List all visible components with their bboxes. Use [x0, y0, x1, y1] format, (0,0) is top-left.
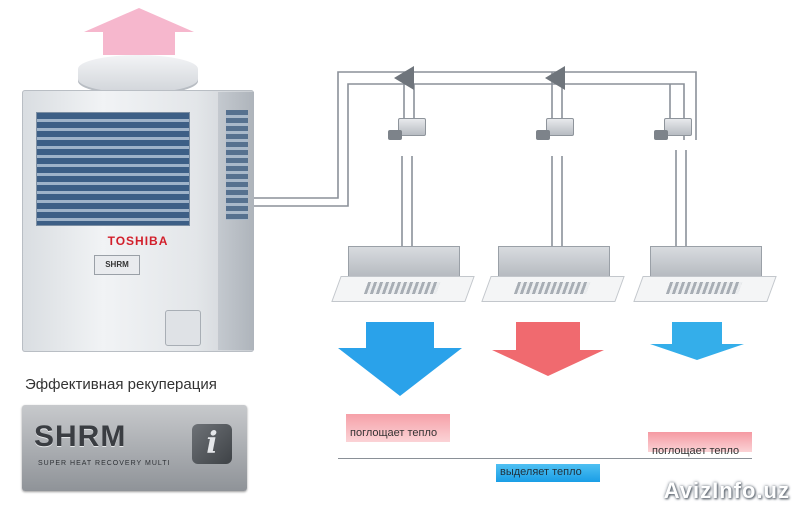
- badge-title: SHRM: [34, 420, 127, 453]
- badge-subtitle: SUPER HEAT RECOVERY MULTI: [38, 460, 171, 467]
- brand-logo: TOSHIBA: [107, 234, 169, 248]
- pipe-outer: [254, 71, 697, 199]
- model-plate: SHRM: [94, 255, 140, 275]
- branch-box-2: [536, 118, 574, 140]
- branch-box-3: [654, 118, 692, 140]
- baseline-divider: [338, 458, 752, 459]
- watermark: AvizInfo.uz: [663, 478, 790, 503]
- flow-arrow-2: [545, 66, 565, 90]
- cool-airflow-arrow-1: [338, 322, 462, 396]
- label-releases-heat: выделяет тепло: [496, 464, 600, 482]
- branch-box-1: [388, 118, 426, 140]
- outdoor-unit-grille: [36, 112, 190, 226]
- indoor-cassette-1: [331, 246, 475, 302]
- indoor-cassette-3: [633, 246, 777, 302]
- badge-logo-icon: i: [192, 424, 232, 464]
- exhaust-arrow: [84, 8, 194, 55]
- pipe-inner: [254, 83, 685, 207]
- outdoor-unit-fan: [78, 55, 198, 95]
- label-absorbs-heat-right: поглощает тепло: [648, 432, 752, 457]
- caption: Эффективная рекуперация: [25, 376, 217, 393]
- indoor-cassette-2: [481, 246, 625, 302]
- service-panel: [165, 310, 201, 346]
- flow-arrow-1: [394, 66, 414, 90]
- warm-airflow-arrow: [492, 322, 604, 376]
- cool-airflow-arrow-2: [650, 322, 744, 360]
- outdoor-unit-side-grille: [226, 110, 248, 220]
- label-absorbs-heat-left: поглощает тепло: [346, 414, 450, 442]
